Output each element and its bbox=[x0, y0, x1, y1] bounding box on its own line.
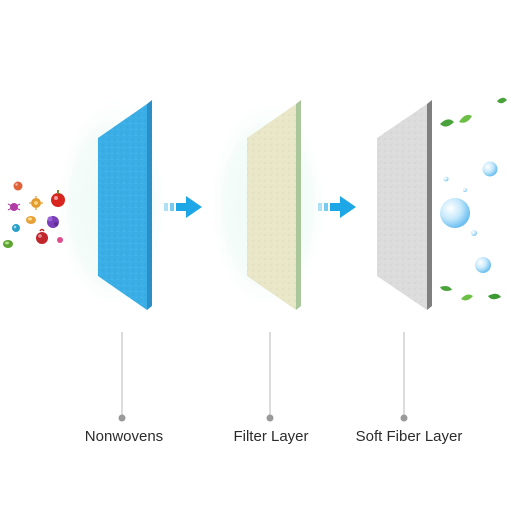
water-bubble-icon bbox=[463, 188, 467, 192]
water-bubble-icon bbox=[475, 257, 491, 273]
water-bubble-icon bbox=[482, 161, 498, 177]
leaf-icon bbox=[497, 97, 507, 104]
leader-dot bbox=[400, 414, 408, 422]
leader-dot bbox=[266, 414, 274, 422]
water-bubble-icon bbox=[443, 176, 449, 182]
germ-icon bbox=[51, 190, 65, 207]
germ-icon bbox=[36, 228, 48, 244]
water-bubble-icon bbox=[471, 230, 477, 236]
nonwovens-label: Nonwovens bbox=[84, 428, 164, 445]
water-bubble-icon bbox=[440, 198, 470, 228]
leaf-icon bbox=[488, 293, 501, 300]
germ-icon bbox=[29, 196, 43, 210]
filter-layer-label: Filter Layer bbox=[233, 428, 309, 445]
soft-fiber-layer-label: Soft Fiber Layer bbox=[355, 428, 463, 445]
germ-icon bbox=[47, 216, 59, 228]
germ-icon bbox=[13, 181, 23, 191]
label-leader-lines bbox=[118, 332, 408, 422]
leaf-icon bbox=[440, 286, 452, 291]
germ-particle-icons bbox=[3, 181, 65, 248]
germ-icon bbox=[12, 224, 20, 232]
soft-fiber-layer-panel-edge bbox=[427, 100, 432, 310]
filter-layer-panel-edge bbox=[296, 100, 301, 310]
leaf-icon bbox=[459, 114, 472, 123]
leaf-icon bbox=[461, 294, 473, 301]
soft-fiber-layer-panel bbox=[377, 100, 432, 310]
leader-dot bbox=[118, 414, 126, 422]
flow-arrow-icon bbox=[164, 196, 202, 218]
germ-icon bbox=[3, 240, 13, 248]
germ-icon bbox=[7, 203, 21, 211]
germ-icon bbox=[57, 237, 63, 243]
nonwovens-panel-edge bbox=[147, 100, 152, 310]
leaf-icon bbox=[440, 119, 454, 127]
filter-layer-panel bbox=[247, 100, 301, 310]
flow-arrow-icon bbox=[318, 196, 356, 218]
germ-icon bbox=[26, 216, 36, 224]
leaf-and-water-bubble-icons bbox=[440, 97, 507, 301]
nonwovens-panel bbox=[98, 100, 152, 310]
